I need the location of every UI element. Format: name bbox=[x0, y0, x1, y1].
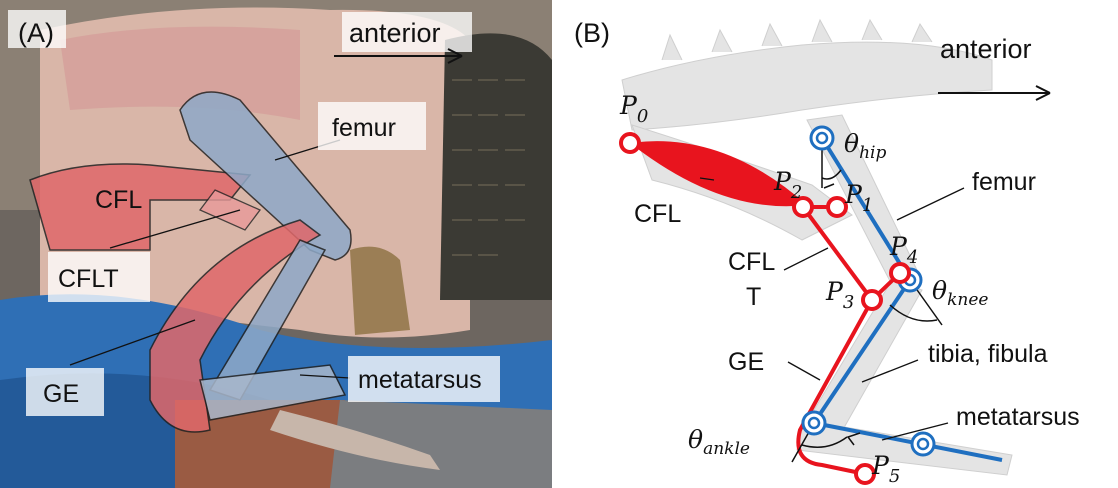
panel-b-ge-label: GE bbox=[728, 348, 764, 376]
scale-armor bbox=[440, 33, 552, 300]
cflt-leader-b bbox=[784, 248, 828, 270]
point-p3 bbox=[863, 291, 881, 309]
point-p1 bbox=[828, 198, 846, 216]
panel-b-tag: (B) bbox=[574, 18, 610, 48]
panel-a-photo: (A) anterior femur CFL CFLT GE metatarsu… bbox=[0, 0, 552, 488]
panel-a-direction: anterior bbox=[349, 18, 441, 48]
p3-label: P3 bbox=[825, 277, 854, 313]
muscle-streaks bbox=[60, 27, 300, 120]
panel-a-tag: (A) bbox=[18, 18, 54, 48]
panel-a-ge-label: GE bbox=[43, 380, 79, 408]
femur-leader-b bbox=[897, 188, 964, 220]
panel-a-femur-label: femur bbox=[332, 114, 396, 142]
panel-a-cfl-label: CFL bbox=[95, 186, 142, 214]
toe-joint bbox=[912, 433, 934, 455]
hip-joint bbox=[811, 127, 833, 149]
panel-b-cflt-label-1: CFL bbox=[728, 248, 775, 276]
ankle-joint bbox=[803, 412, 825, 434]
skeleton-silhouette bbox=[622, 20, 1012, 475]
theta-hip-label: θhip bbox=[844, 129, 886, 163]
panel-a-metatarsus-label: metatarsus bbox=[358, 366, 482, 394]
panel-b-direction: anterior bbox=[940, 34, 1032, 64]
panel-b-canvas: (B) anterior bbox=[552, 0, 1118, 488]
theta-knee-label: θknee bbox=[932, 276, 988, 310]
ge-leader-b bbox=[788, 362, 820, 380]
panel-b-cflt-label-2: T bbox=[746, 283, 761, 311]
panel-a-canvas: (A) anterior femur CFL CFLT GE metatarsu… bbox=[0, 0, 552, 488]
panel-b-cfl-label: CFL bbox=[634, 200, 681, 228]
panel-b-femur-label: femur bbox=[972, 168, 1036, 196]
panel-b-diagram: (B) anterior bbox=[552, 0, 1118, 488]
panel-b-metatarsus-label: metatarsus bbox=[956, 403, 1080, 431]
hip-arrowhead bbox=[824, 184, 834, 188]
panel-a-cflt-label: CFLT bbox=[58, 265, 119, 293]
panel-b-tibia-label: tibia, fibula bbox=[928, 340, 1048, 368]
theta-ankle-label: θankle bbox=[688, 425, 750, 459]
point-p0 bbox=[621, 134, 639, 152]
